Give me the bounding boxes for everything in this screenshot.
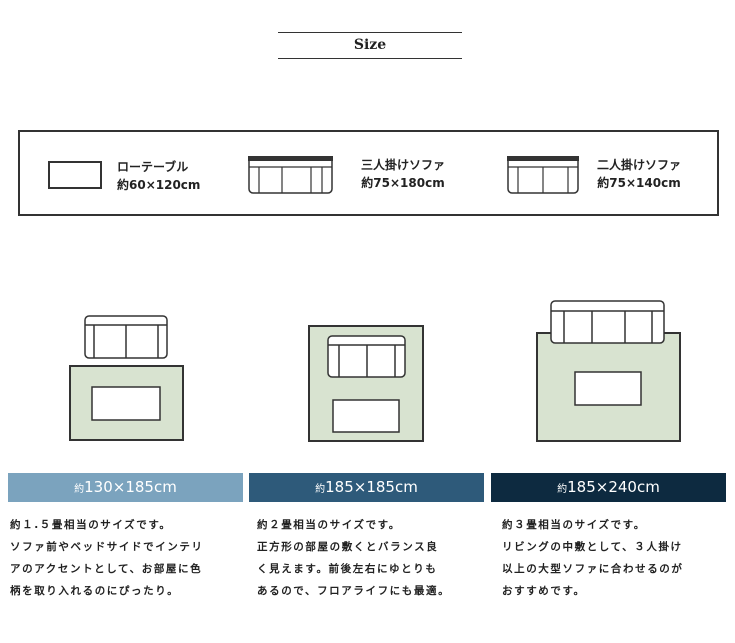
description-130x185: 約１.５畳相当のサイズです。 ソファ前やベッドサイドでインテリ アのアクセントと… — [10, 519, 204, 597]
description-185x185: 約２畳相当のサイズです。 正方形の部屋の敷くとバランス良 く見えます。前後左右に… — [257, 519, 451, 597]
prefix: 約 — [315, 484, 326, 495]
legend-item-two-seat: 二人掛けソファ約75×140cm — [597, 156, 681, 192]
size-bar-185x240: 約185×240cm — [491, 473, 726, 502]
legend-size: 約75×180cm — [361, 176, 445, 190]
legend-name: ローテーブル — [117, 160, 189, 174]
legend-name: 二人掛けソファ — [597, 158, 682, 172]
two-seat-sofa-icon — [507, 156, 579, 194]
legend-item-table: ローテーブル約60×120cm — [117, 158, 200, 194]
prefix: 約 — [557, 484, 568, 495]
legend-size: 約75×140cm — [597, 176, 681, 190]
legend-box — [18, 130, 719, 216]
size-bar-130x185: 約130×185cm — [8, 473, 243, 502]
prefix: 約 — [74, 484, 85, 495]
section-title: Size — [278, 32, 462, 59]
three-seat-sofa-icon — [248, 156, 333, 194]
size-label: 130×185cm — [84, 478, 177, 496]
description-185x240: 約３畳相当のサイズです。 リビングの中敷として、３人掛け 以上の大型ソファに合わ… — [502, 519, 684, 597]
size-label: 185×185cm — [325, 478, 418, 496]
legend-item-three-seat: 三人掛けソファ約75×180cm — [361, 156, 445, 192]
size-bar-185x185: 約185×185cm — [249, 473, 484, 502]
rug-185x185 — [308, 325, 424, 442]
table-icon — [48, 161, 102, 189]
rug-185x240 — [536, 300, 681, 442]
rug-130x185 — [69, 315, 184, 441]
legend-name: 三人掛けソファ — [361, 158, 446, 172]
legend-size: 約60×120cm — [117, 178, 201, 192]
size-label: 185×240cm — [567, 478, 660, 496]
